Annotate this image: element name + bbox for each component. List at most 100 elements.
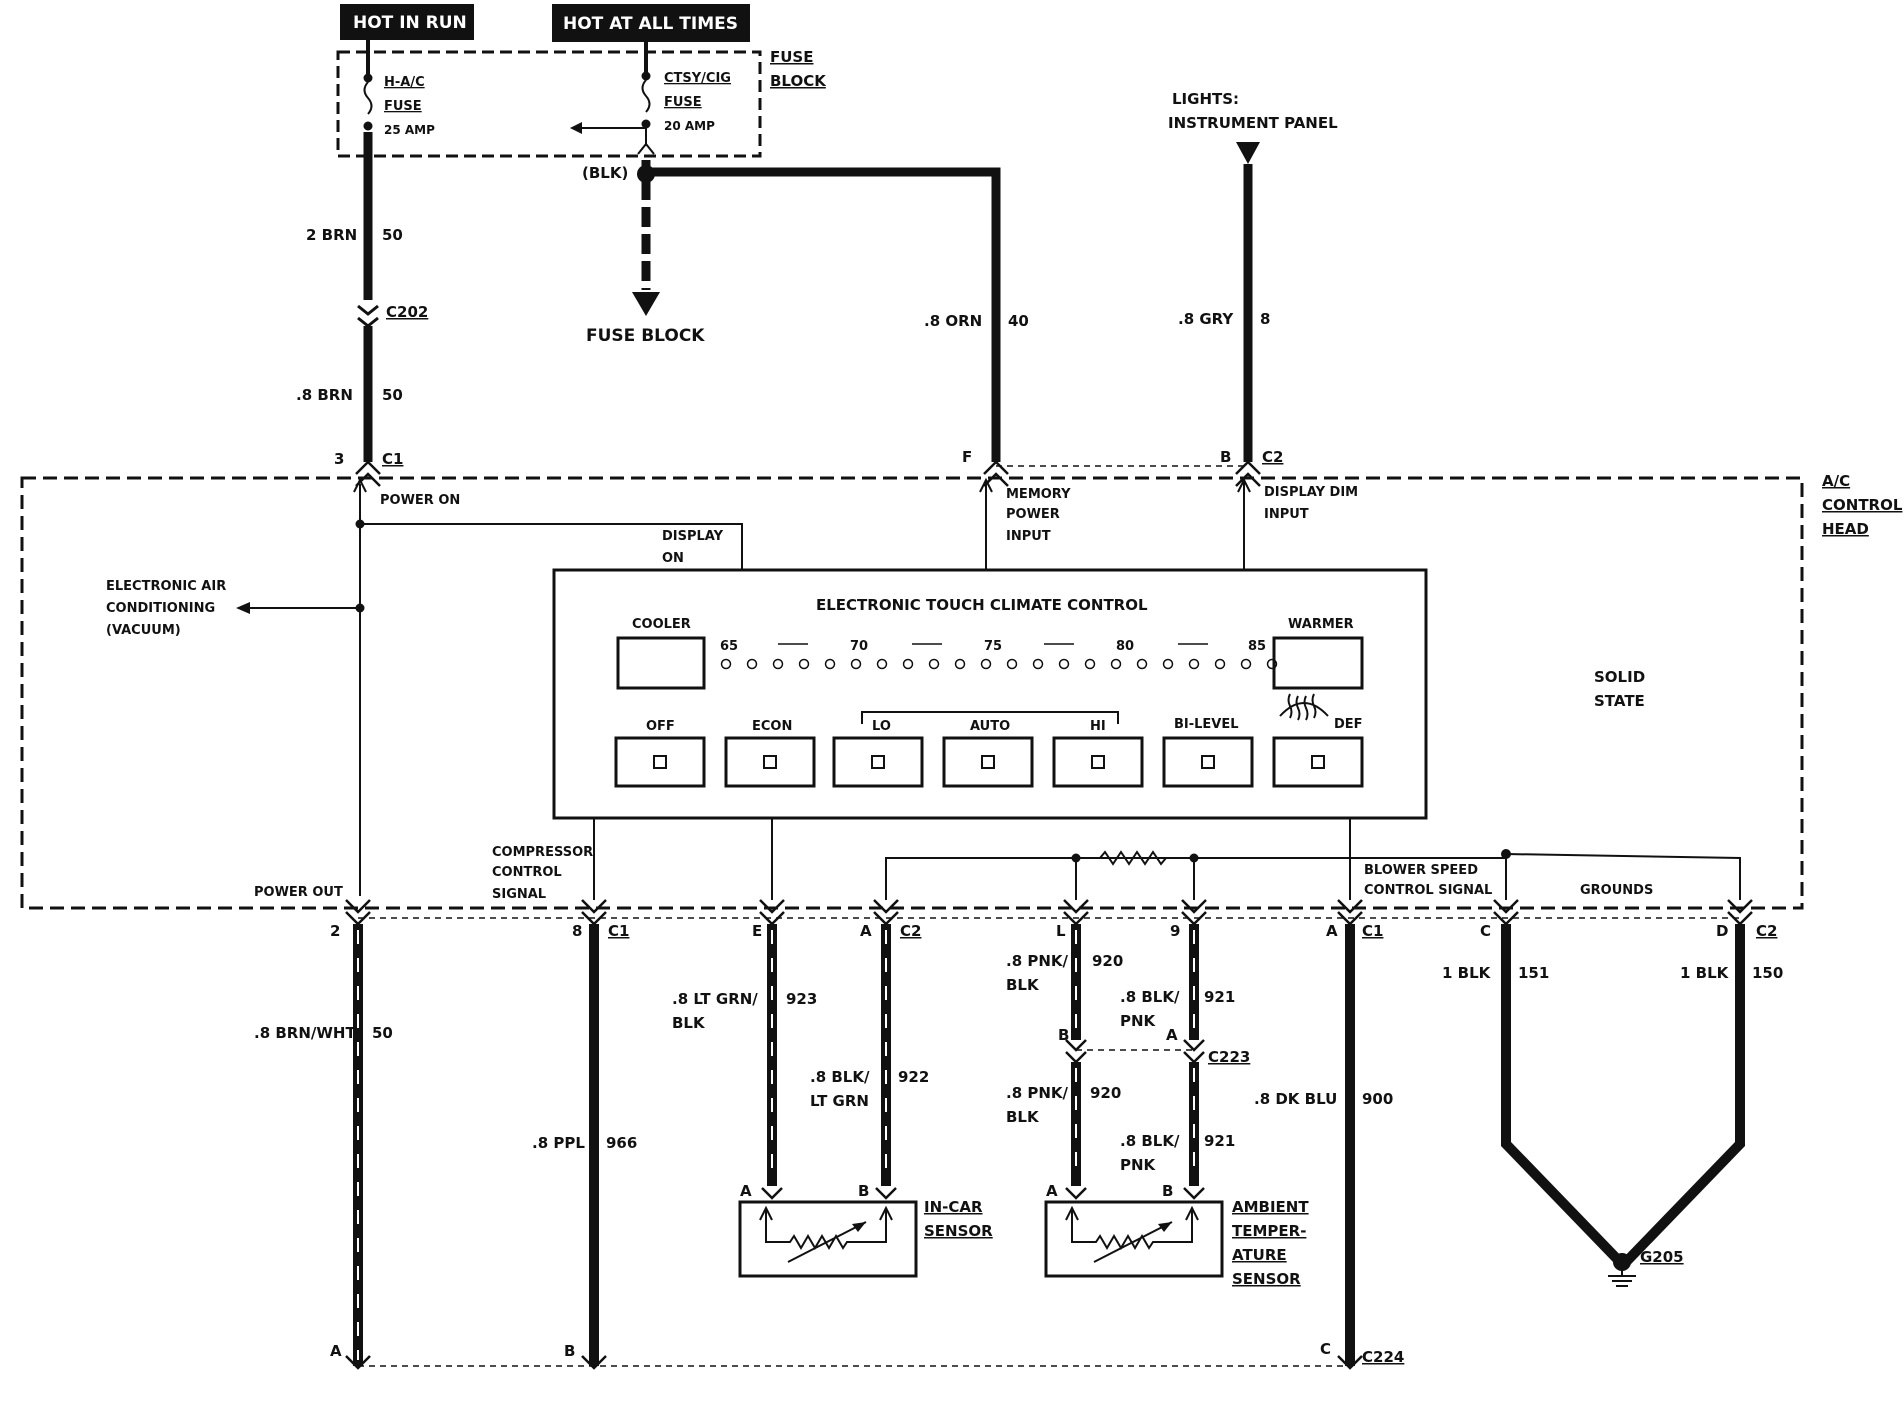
fan-bracket	[861, 711, 1119, 724]
wire-921a-num: 921	[1204, 988, 1235, 1006]
wire-8-color: .8 GRY	[1178, 310, 1234, 328]
wire-50a-color: 2 BRN	[306, 226, 357, 244]
ambient-l-node	[1071, 853, 1081, 863]
in-car-sensor-pin-b: B	[858, 1182, 869, 1200]
c202-connector-icon	[357, 304, 379, 328]
warmer-button[interactable]	[1272, 636, 1364, 690]
wire-923-color-1: .8 LT GRN/	[672, 990, 758, 1008]
in-car-sensor-label-2: SENSOR	[924, 1222, 993, 1240]
c224-pin-marks	[345, 1355, 1363, 1370]
fuse-block-label-2: BLOCK	[770, 72, 827, 90]
scale-80: 80	[1116, 639, 1134, 654]
hi-button-indicator	[1091, 755, 1105, 769]
dim-label-2: INPUT	[1264, 507, 1309, 522]
c2-bottom-label-a: C2	[900, 922, 921, 940]
lights-label-2: INSTRUMENT PANEL	[1168, 114, 1338, 132]
blk-wire-label: (BLK)	[582, 164, 628, 182]
ac-control-head-box	[20, 476, 1804, 910]
cooler-button[interactable]	[616, 636, 706, 690]
hac-fuse-label: FUSE	[384, 99, 422, 114]
wire-920a-num: 920	[1092, 952, 1123, 970]
control-head-label-1: A/C	[1822, 472, 1850, 490]
c224-pin-c: C	[1320, 1340, 1331, 1358]
wire-920a-color-1: .8 PNK/	[1006, 952, 1069, 970]
pin-b-top: B	[1220, 448, 1231, 466]
ctsy-fuse-name: CTSY/CIG	[664, 71, 731, 86]
power-out-label: POWER OUT	[254, 885, 343, 900]
wire-50b-num: 50	[382, 386, 403, 404]
eac-label-2: CONDITIONING	[106, 601, 215, 616]
cooler-label: COOLER	[632, 617, 691, 632]
ground-icon	[1608, 1253, 1636, 1287]
ambient-sensor-label-4: SENSOR	[1232, 1270, 1301, 1288]
top-pin-marks	[355, 460, 1261, 487]
fuse-block-arrow-icon	[632, 292, 660, 316]
wire-966-num: 966	[606, 1134, 637, 1152]
fuse-block-target-label: FUSE BLOCK	[586, 326, 705, 346]
econ-button-indicator	[763, 755, 777, 769]
wire-921a-color-2: PNK	[1120, 1012, 1157, 1030]
wire-150-color: 1 BLK	[1680, 964, 1730, 982]
hot-in-run-header-box	[340, 4, 474, 40]
lo-button[interactable]	[832, 736, 924, 788]
def-button[interactable]	[1272, 736, 1364, 788]
wire-921b-color-2: PNK	[1120, 1156, 1157, 1174]
hot-at-all-times-header: HOT AT ALL TIMES	[563, 14, 738, 34]
c224-label: C224	[1362, 1348, 1404, 1366]
ambient-sensor-pin-marks	[1065, 1187, 1205, 1200]
ground-wires	[1501, 924, 1745, 1266]
hi-button[interactable]	[1052, 736, 1144, 788]
scale-65: 65	[720, 639, 738, 654]
in-car-sensor-arrow-head	[852, 1222, 866, 1232]
bi-level-label: BI-LEVEL	[1174, 717, 1239, 732]
econ-button[interactable]	[724, 736, 816, 788]
ambient-sensor-arrow-head	[1158, 1222, 1172, 1232]
hac-fuse-name: H-A/C	[384, 75, 425, 90]
bi-level-button[interactable]	[1162, 736, 1254, 788]
off-button[interactable]	[614, 736, 706, 788]
panel-title: ELECTRONIC TOUCH CLIMATE CONTROL	[816, 596, 1148, 614]
g205-label: G205	[1640, 1248, 1684, 1266]
pin-9: 9	[1170, 922, 1180, 940]
wire-150-num: 150	[1752, 964, 1783, 982]
auto-button[interactable]	[942, 736, 1034, 788]
wire-920b-color-1: .8 PNK/	[1006, 1084, 1069, 1102]
ambient-9-node	[1189, 853, 1199, 863]
display-on-label-2: ON	[662, 551, 684, 566]
c224-pin-b: B	[564, 1342, 575, 1360]
wire-922-color-1: .8 BLK/	[810, 1068, 870, 1086]
lo-label: LO	[872, 719, 891, 734]
hot-at-all-times-header-box	[552, 4, 750, 42]
wire-900-color: .8 DK BLU	[1254, 1090, 1337, 1108]
wire-920b-color-2: BLK	[1006, 1108, 1040, 1126]
blower-label-2: CONTROL SIGNAL	[1364, 883, 1492, 898]
in-car-sensor-pin-a: A	[740, 1182, 752, 1200]
auto-button-indicator	[981, 755, 995, 769]
hac-fuse-rating: 25 AMP	[384, 123, 435, 137]
pin-f: F	[962, 448, 972, 466]
blower-label-1: BLOWER SPEED	[1364, 863, 1478, 878]
bi-level-button-indicator	[1201, 755, 1215, 769]
def-label: DEF	[1334, 717, 1363, 732]
c2-bottom-label-b: C2	[1756, 922, 1777, 940]
hot-in-run-header: HOT IN RUN	[353, 13, 467, 33]
pin-a-c1: A	[1326, 922, 1338, 940]
eac-arrow-icon	[236, 602, 250, 614]
defrost-icon	[1279, 693, 1329, 721]
wire-922-num: 922	[898, 1068, 929, 1086]
wire-920a-color-2: BLK	[1006, 976, 1040, 994]
display-on-line	[360, 523, 743, 570]
wire-921b-color-1: .8 BLK/	[1120, 1132, 1180, 1150]
compressor-label-2: CONTROL	[492, 865, 562, 880]
temperature-scale-dots	[720, 658, 1278, 670]
lo-button-indicator	[871, 755, 885, 769]
dim-label-1: DISPLAY DIM	[1264, 485, 1358, 500]
wire-921b-num: 921	[1204, 1132, 1235, 1150]
wire-921a-color-1: .8 BLK/	[1120, 988, 1180, 1006]
control-head-label-2: CONTROL	[1822, 496, 1903, 514]
memory-label-1: MEMORY	[1006, 487, 1071, 502]
off-label: OFF	[646, 719, 675, 734]
auto-label: AUTO	[970, 719, 1010, 734]
c223-pin-a: A	[1166, 1026, 1178, 1044]
